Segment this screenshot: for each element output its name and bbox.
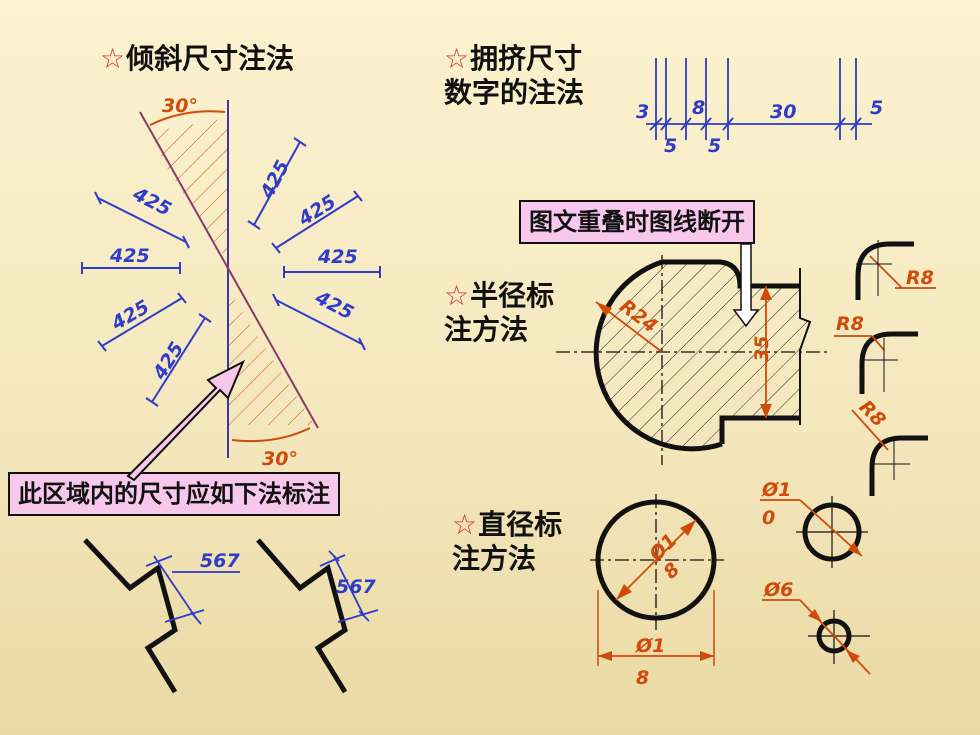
dim-label-5: 5 [708, 135, 721, 157]
diameter-circle-figure: Ø1 8 Ø1 8 [590, 494, 724, 689]
dim-label-425: 425 [128, 183, 174, 221]
angle-arc-bottom [231, 427, 311, 443]
zigzag-figure-1: 567 [83, 538, 240, 694]
r8-example-1: R8 [855, 240, 936, 300]
pointer-arrow [126, 359, 245, 482]
down-arrow-icon [732, 243, 760, 328]
dim-label-425: 425 [311, 286, 357, 324]
dim-label-425: 425 [317, 246, 358, 268]
crowded-heading: ☆拥挤尺寸数字的注法 [444, 42, 584, 110]
star-icon: ☆ [444, 279, 470, 312]
radius-heading-line1: 半径标 [470, 279, 555, 312]
oblique-dimension-lines [81, 137, 381, 407]
region-note-box: 此区域内的尺寸应如下法标注 [8, 472, 340, 516]
dim-label-35: 35 [751, 336, 773, 362]
star-icon: ☆ [444, 42, 470, 75]
crowded-dims-figure: 3 8 30 5 5 5 [636, 58, 883, 157]
r8-example-2: R8 [834, 313, 918, 394]
diameter-heading-line2: 注方法 [452, 542, 537, 575]
dim-label-567: 567 [200, 550, 240, 572]
diameter-heading: ☆直径标注方法 [452, 508, 562, 576]
star-icon: ☆ [100, 42, 126, 75]
small-diameter-figure: Ø1 0 [760, 479, 868, 568]
dim-label-8: 8 [692, 97, 705, 119]
dim-label-425: 425 [148, 338, 188, 384]
oblique-heading: ☆倾斜尺寸注法 [100, 42, 294, 76]
dim-label-567: 567 [336, 576, 376, 598]
oblique-figure: 30° 30° 425 425 4 [81, 95, 381, 482]
dim-label-5: 5 [664, 135, 677, 157]
dim-label-30: 30 [770, 101, 796, 123]
angle-label-bottom: 30° [262, 448, 298, 470]
angle-label-top: 30° [162, 95, 198, 117]
radius-part-figure: R24 35 [556, 243, 830, 465]
dim-label-3: 3 [636, 101, 649, 123]
r8-example-3: R8 [851, 396, 928, 496]
tiny-diameter-figure: Ø6 [762, 579, 871, 675]
hatch-region-top [150, 118, 228, 262]
zigzag-figure-2: 567 [256, 538, 379, 694]
crowded-heading-line2: 数字的注法 [444, 76, 585, 109]
star-icon: ☆ [452, 508, 478, 541]
overlap-note-box: 图文重叠时图线断开 [519, 200, 755, 244]
oblique-edge-line [139, 111, 319, 429]
diameter-heading-line1: 直径标 [478, 508, 563, 541]
radius-heading-line2: 注方法 [444, 313, 529, 346]
dim-label-425: 425 [294, 191, 340, 231]
overlap-note-text: 图文重叠时图线断开 [529, 208, 745, 236]
dim-label-diameter: Ø1 [644, 529, 681, 566]
dim-label-425: 425 [109, 245, 150, 267]
dim-label-diameter-cont: 8 [636, 667, 649, 689]
dim-label-5: 5 [870, 97, 883, 119]
dim-label-r8: R8 [855, 396, 890, 431]
dim-label-diameter: Ø6 [763, 579, 793, 601]
dim-label-diameter: Ø1 [635, 635, 665, 657]
region-note-text: 此区域内的尺寸应如下法标注 [18, 480, 330, 508]
dim-label-diameter: Ø1 [761, 479, 791, 501]
radius-heading: ☆半径标注方法 [444, 279, 554, 347]
hatch-region-bottom [228, 290, 315, 425]
dim-label-r8: R8 [906, 267, 934, 289]
oblique-heading-text: 倾斜尺寸注法 [126, 42, 295, 75]
dim-label-r8: R8 [836, 313, 864, 335]
angle-arc-top [149, 110, 226, 126]
crowded-heading-line1: 拥挤尺寸 [470, 42, 583, 75]
dim-label-diameter-cont: 0 [762, 507, 775, 529]
